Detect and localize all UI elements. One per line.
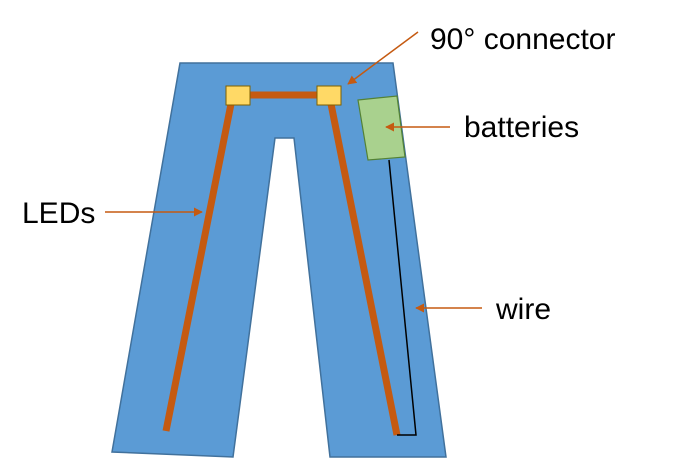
arrow-connector [347, 31, 419, 85]
battery-pack [357, 95, 406, 161]
led-strip-right [327, 103, 401, 436]
label-connector: 90° connector [430, 23, 615, 56]
wire-line [388, 159, 417, 436]
label-wire: wire [495, 293, 551, 326]
pants-shape [111, 62, 447, 458]
label-batteries: batteries [464, 111, 579, 144]
connector-right [316, 85, 342, 106]
connector-left [225, 85, 251, 106]
led-strip-left [162, 103, 235, 432]
label-leds: LEDs [22, 197, 95, 230]
